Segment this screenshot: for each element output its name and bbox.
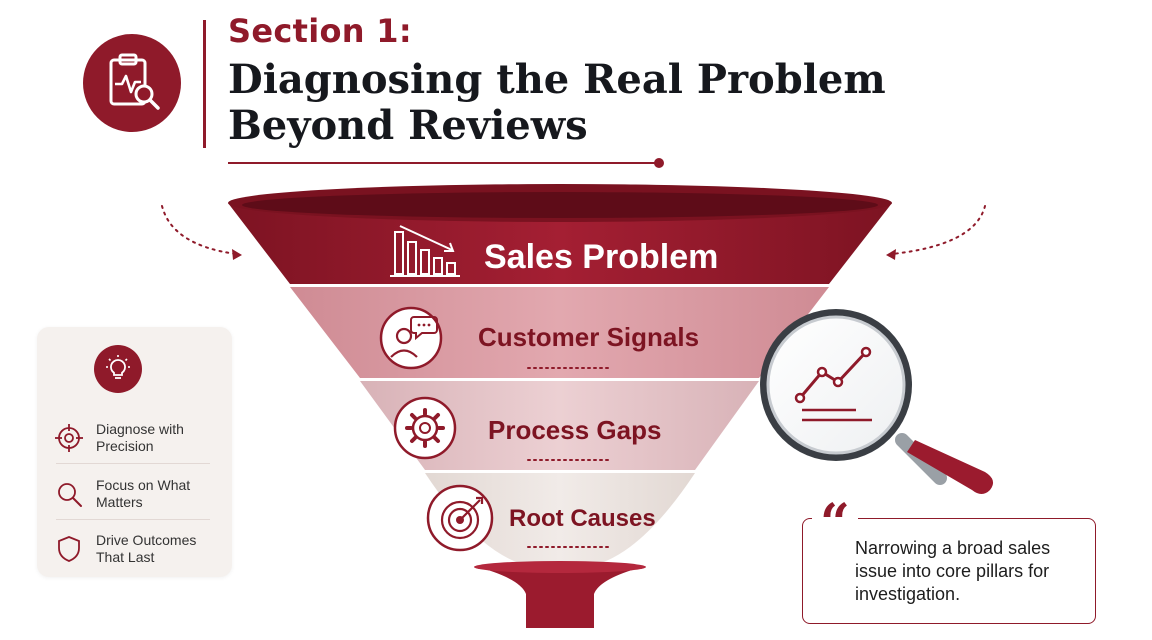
principle-item-focus: Focus on What Matters [54,477,214,511]
left-arrow-head [232,249,242,260]
magnifier-line-chart-icon [760,309,994,494]
funnel-spout [474,566,646,628]
title-underline-dot [654,158,664,168]
title-line-1: Diagnosing the Real Problem [228,56,886,103]
title-line-2: Beyond Reviews [228,102,588,149]
funnel-label-process-gaps: Process Gaps [488,415,662,445]
declining-bar-chart-icon [390,225,460,277]
lightbulb-icon [94,345,142,393]
right-arrow-head [886,249,896,260]
funnel-spout-rim [474,561,646,573]
funnel-label-sales-problem: Sales Problem [484,238,719,276]
principle-item-diagnose: Diagnose with Precision [54,421,214,455]
quote-mark-icon: “ [812,498,858,550]
principle-divider [56,519,210,520]
crosshair-icon [55,424,83,452]
shield-icon [58,536,80,562]
principle-label: Focus on What Matters [96,477,191,510]
title-underline [228,162,658,164]
section-label: Section 1: [228,12,412,50]
header-divider [203,20,206,148]
search-icon [58,483,82,507]
quote-text: Narrowing a broad sales issue into core … [855,538,1051,604]
person-speech-bubble-icon [379,306,443,370]
gear-icon [393,396,457,460]
principle-divider [56,463,210,464]
funnel-label-customer-signals: Customer Signals [478,322,700,352]
clipboard-magnifier-icon [83,34,181,132]
principle-item-outcomes: Drive Outcomes That Last [54,532,214,566]
target-arrow-icon [426,484,494,552]
left-inward-arrow [161,205,237,255]
principle-label: Drive Outcomes That Last [96,532,197,565]
funnel-tier-root-causes [425,473,695,566]
principle-label: Diagnose with Precision [96,421,184,454]
funnel-label-root-causes: Root Causes [509,505,656,532]
right-inward-arrow [891,205,986,255]
funnel-rim-inner [242,192,878,218]
funnel-tier-process-gaps [360,381,759,470]
page-title: Diagnosing the Real Problem Beyond Revie… [228,57,988,149]
